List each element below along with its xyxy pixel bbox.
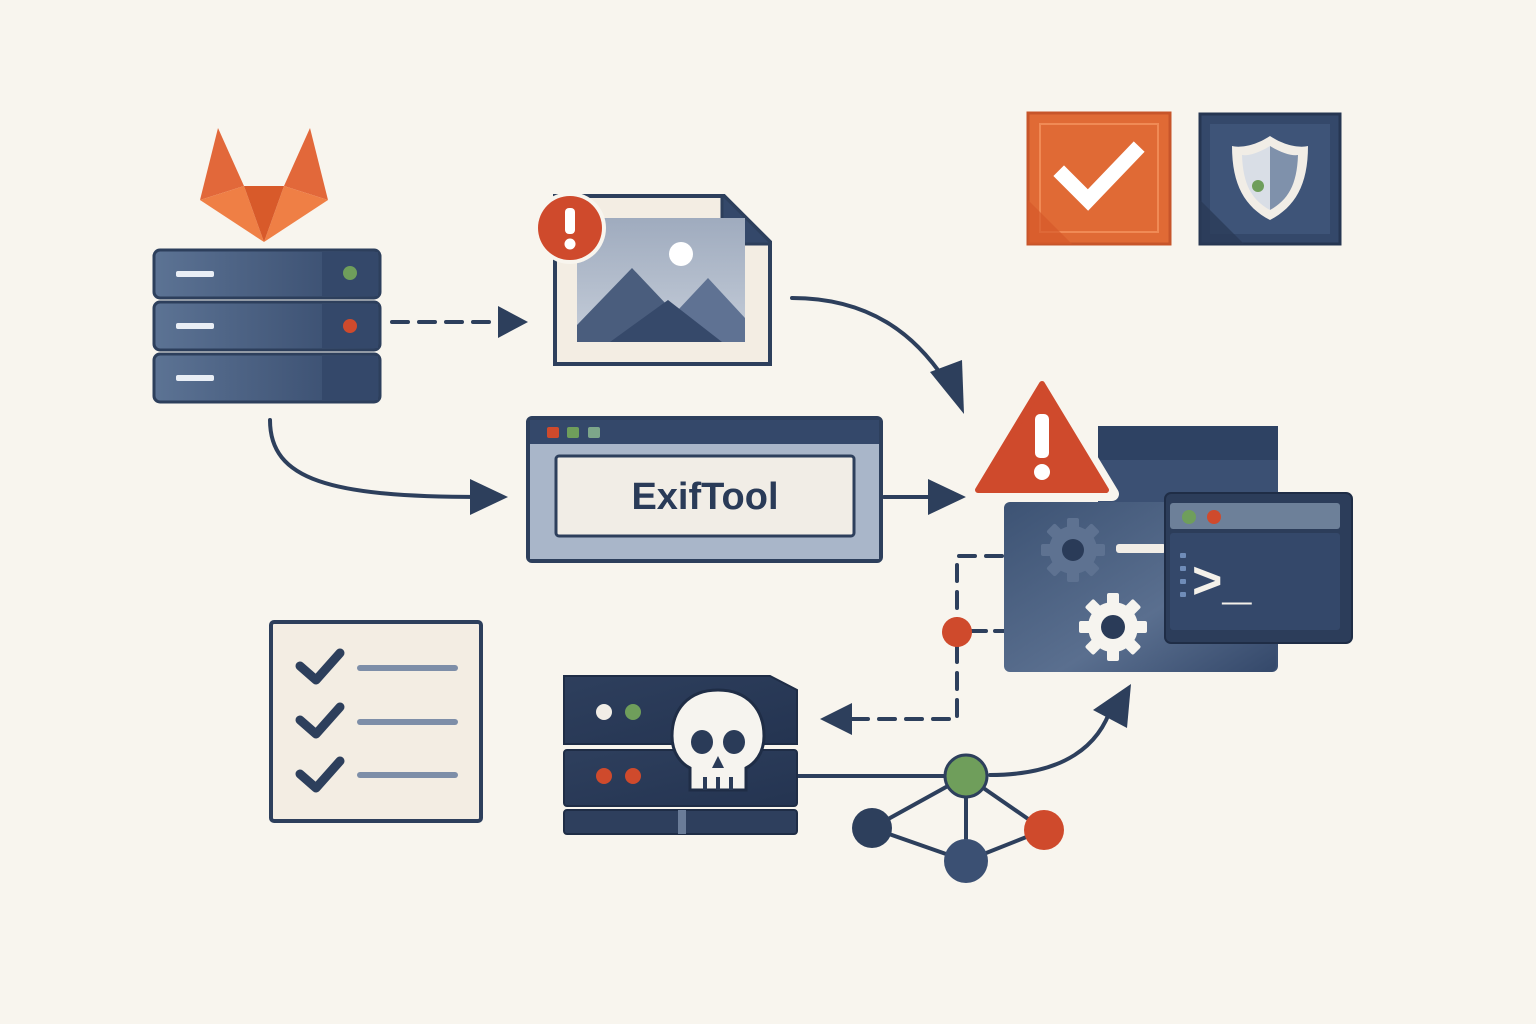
terminal-dot-red <box>1207 510 1221 524</box>
attacker-server <box>563 675 798 835</box>
status-led-red-2 <box>625 768 641 784</box>
exiftool-window: ExifTool <box>526 416 883 563</box>
gitlab-fox-icon <box>200 128 328 242</box>
exclamation-circle-icon <box>534 192 606 264</box>
arrow-network-to-system <box>988 703 1114 777</box>
terminal-window: >_ <box>1164 492 1353 644</box>
gear-icon <box>1041 518 1105 582</box>
network-node <box>852 808 892 848</box>
relay-node <box>942 617 972 647</box>
network-node <box>943 753 989 799</box>
arrow-system-to-attacker <box>848 554 1004 721</box>
status-led-green <box>625 704 641 720</box>
checkmark-icon <box>1053 141 1145 211</box>
shield-icon <box>1232 136 1308 220</box>
terminal-prompt-icon: >_ <box>1192 552 1252 610</box>
network-graph-icon <box>798 753 1064 883</box>
arrow-heads <box>470 306 1131 735</box>
status-led-green <box>343 266 357 280</box>
line-number-dots <box>1180 553 1186 597</box>
status-led-red <box>343 319 357 333</box>
shield-badge <box>1198 112 1342 246</box>
status-led-white <box>596 704 612 720</box>
status-led-red <box>596 768 612 784</box>
arrow-image-to-system <box>790 296 947 382</box>
window-dot-green-2 <box>588 427 600 438</box>
network-node <box>944 839 988 883</box>
gear-icon-secondary <box>1079 593 1147 661</box>
network-node <box>1024 810 1064 850</box>
target-system: >_ <box>1004 426 1353 672</box>
gitlab-server-stack <box>152 248 382 404</box>
terminal-dot-green <box>1182 510 1196 524</box>
warning-triangle-icon <box>965 371 1119 501</box>
skull-icon <box>670 688 766 792</box>
approved-badge <box>1026 111 1172 246</box>
arrow-server-to-exiftool <box>268 418 482 499</box>
window-dot-green <box>567 427 579 438</box>
sun-icon <box>669 242 693 266</box>
checklist-icon <box>269 620 483 823</box>
exiftool-label: ExifTool <box>631 476 778 518</box>
image-file-icon <box>553 194 772 366</box>
window-dot-red <box>547 427 559 438</box>
